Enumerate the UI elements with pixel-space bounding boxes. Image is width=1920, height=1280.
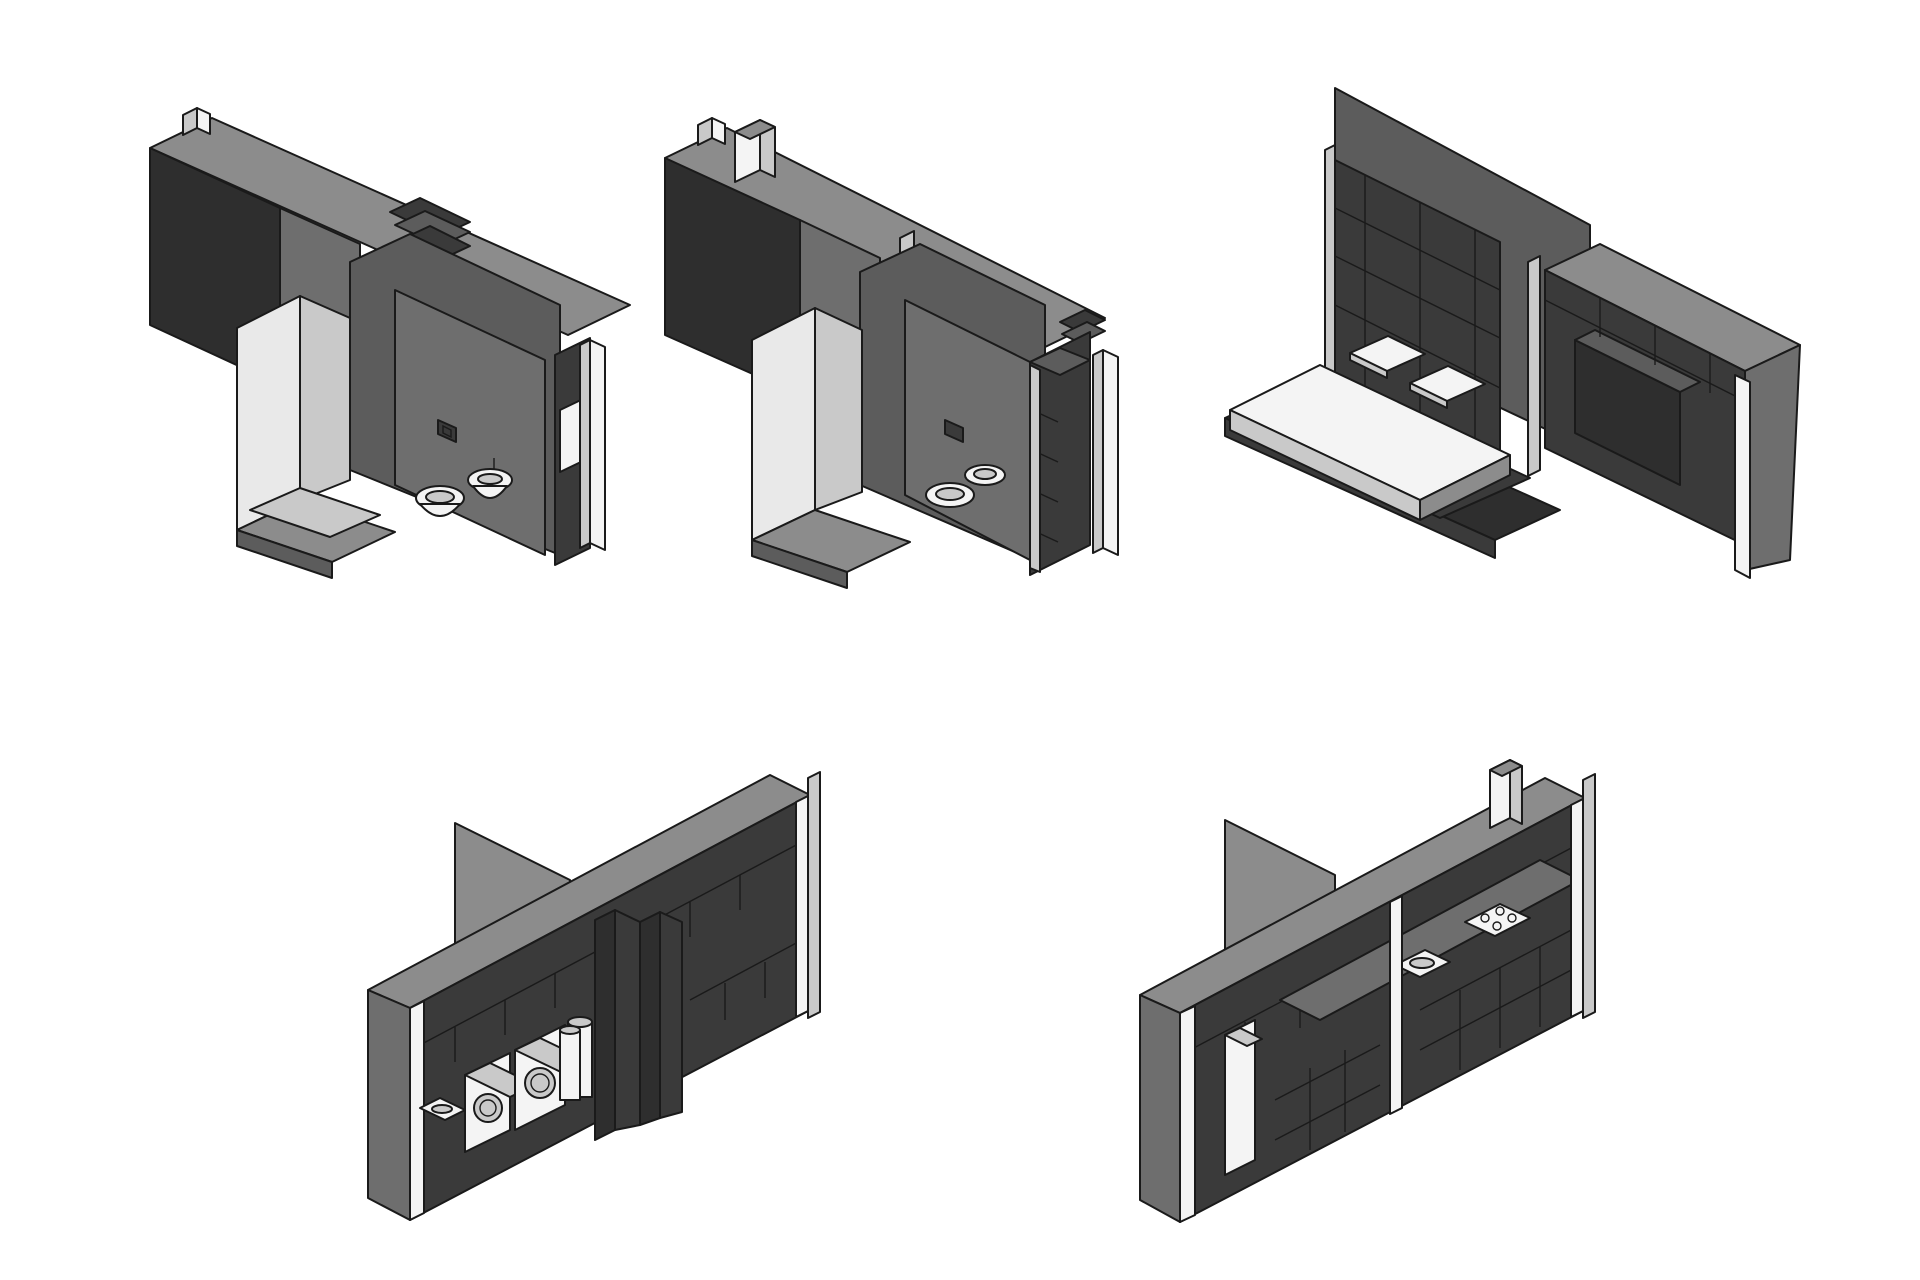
column-pilaster-icon (579, 339, 606, 551)
shower-enclosure-icon (751, 307, 911, 589)
bathroom-module-a (149, 107, 631, 579)
toilet-icon (925, 482, 975, 508)
cooktop-icon (1464, 903, 1531, 937)
washbasin-icon (964, 464, 1006, 486)
bedroom-module (1224, 87, 1801, 579)
column-pilaster-icon (1734, 374, 1751, 579)
double-bed-icon (1229, 364, 1511, 521)
kitchen-sink-icon (1394, 949, 1451, 978)
column-pilaster-icon (1527, 255, 1541, 477)
shower-enclosure-icon (236, 295, 396, 579)
utility-sink-icon (419, 1097, 466, 1121)
kitchen-module (1139, 759, 1596, 1223)
toilet-icon (415, 485, 465, 517)
bathroom-module-b (664, 117, 1119, 589)
washbasin-icon (467, 458, 513, 499)
sliding-panels-icon (1059, 309, 1106, 344)
chimney-duct-icon (734, 119, 776, 183)
laundry-module (367, 771, 821, 1221)
sliding-panels-icon (389, 197, 471, 261)
range-hood-icon (1489, 759, 1523, 829)
column-pilaster-icon (1179, 773, 1596, 1223)
pillows-icon (1349, 335, 1486, 409)
open-shelving-icon (1029, 331, 1091, 576)
column-pilaster-icon (1092, 349, 1119, 556)
flush-plate-icon (437, 419, 457, 443)
column-pilaster-icon (807, 771, 821, 1019)
sliding-panels-icon (594, 909, 683, 1141)
flush-plate-icon (944, 419, 964, 443)
column-pilaster-icon (697, 117, 726, 146)
column-pilaster-icon (182, 107, 211, 136)
cylinder-tanks-icon (559, 1016, 593, 1101)
tv-niche-icon (1574, 329, 1701, 486)
refrigerator-icon (1224, 1019, 1263, 1176)
